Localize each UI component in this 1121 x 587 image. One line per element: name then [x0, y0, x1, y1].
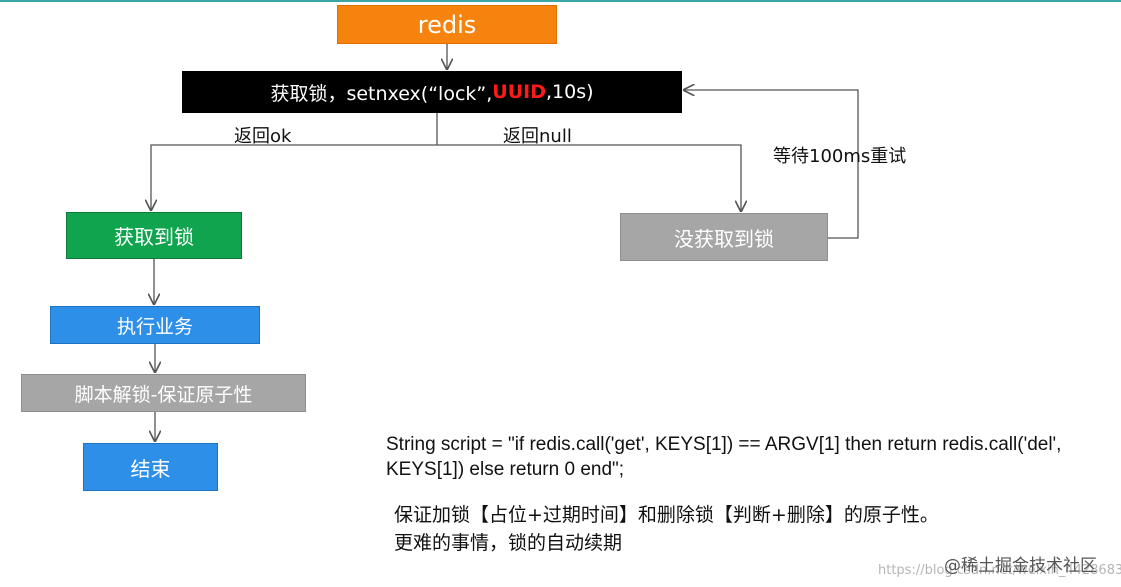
note-auto-renewal: 更难的事情，锁的自动续期: [394, 532, 623, 554]
node-redis: redis: [337, 5, 557, 44]
note-atomicity: 保证加锁【占位+过期时间】和删除锁【判断+删除】的原子性。: [394, 504, 939, 526]
edge-retry-loop: [684, 90, 859, 239]
watermark-text: @稀土掘金技术社区: [944, 556, 1097, 576]
edge-label-retry: 等待100ms重试: [773, 146, 907, 167]
node-end: 结束: [83, 443, 218, 491]
node-not-got-lock: 没获取到锁: [620, 213, 828, 261]
node-acquire-lock: 获取锁，setnxex(“lock”,UUID,10s): [182, 71, 682, 113]
acquire-lock-suffix: ,10s): [546, 81, 594, 103]
edge-label-ok: 返回ok: [234, 126, 292, 147]
edge-label-null: 返回null: [503, 126, 572, 147]
watermark-url: https://blog.csdn.net/weixin_44286836: [878, 563, 1121, 578]
node-execute-business: 执行业务: [50, 306, 260, 344]
lua-script-code: String script = "if redis.call('get', KE…: [386, 434, 1062, 480]
acquire-lock-uuid: UUID: [492, 81, 546, 103]
edge-split-notgot: [437, 144, 741, 211]
node-got-lock: 获取到锁: [66, 212, 242, 259]
edge-split-got: [151, 144, 437, 210]
top-border-line: [0, 0, 1121, 2]
acquire-lock-prefix: 获取锁，setnxex(“lock”,: [270, 82, 493, 105]
node-script-unlock: 脚本解锁-保证原子性: [21, 374, 306, 412]
